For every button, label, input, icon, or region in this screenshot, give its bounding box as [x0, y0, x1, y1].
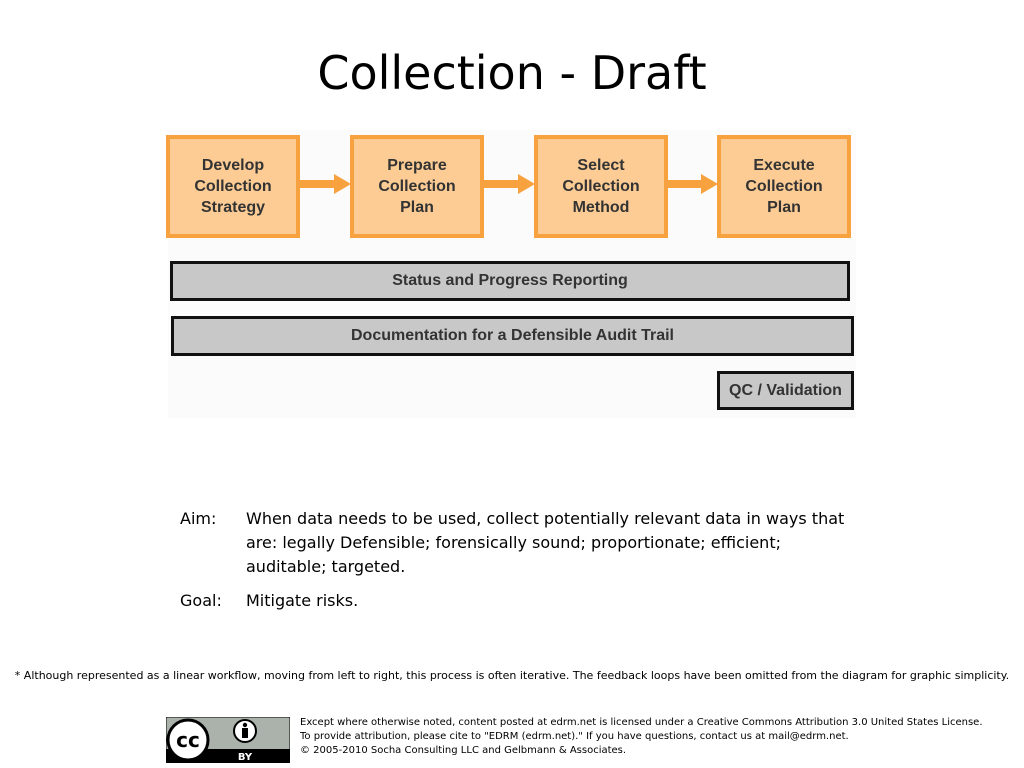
license-line: Except where otherwise noted, content po…	[300, 717, 983, 728]
aim-label: Aim:	[180, 509, 217, 528]
creative-commons-by-logo: cc BY	[166, 717, 290, 763]
license-text: Except where otherwise noted, content po…	[300, 716, 1000, 758]
arrow-right-icon	[665, 174, 718, 194]
step-select-collection-method: Select Collection Method	[534, 135, 668, 238]
documentation-audit-trail-bar: Documentation for a Defensible Audit Tra…	[171, 316, 854, 356]
aim-text: When data needs to be used, collect pote…	[246, 509, 845, 576]
qc-validation-box: QC / Validation	[717, 371, 854, 410]
step-execute-collection-plan: Execute Collection Plan	[717, 135, 851, 238]
goal-label: Goal:	[180, 591, 222, 610]
status-progress-reporting-bar: Status and Progress Reporting	[170, 261, 850, 301]
cc-by-text: BY	[238, 752, 253, 763]
license-line: © 2005-2010 Socha Consulting LLC and Gel…	[300, 745, 627, 756]
license-line: To provide attribution, please cite to "…	[300, 731, 849, 742]
step-develop-collection-strategy: Develop Collection Strategy	[166, 135, 300, 238]
goal-text: Mitigate risks.	[246, 591, 359, 610]
slide-title: Collection - Draft	[317, 46, 707, 100]
footnote: * Although represented as a linear workf…	[14, 669, 1010, 682]
step-prepare-collection-plan: Prepare Collection Plan	[350, 135, 484, 238]
arrow-right-icon	[482, 174, 535, 194]
svg-text:cc: cc	[176, 728, 200, 752]
arrow-right-icon	[298, 174, 351, 194]
